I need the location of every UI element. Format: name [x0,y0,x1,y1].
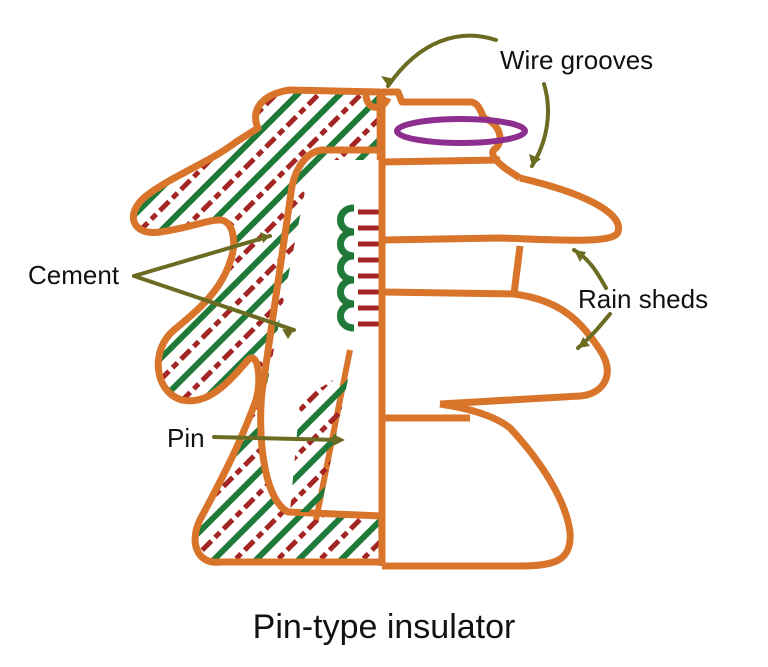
upper-rain-shed [381,174,622,244]
lower-rain-shed [382,400,574,570]
arrow-heads [260,76,590,446]
pin-outline [257,146,383,520]
leader-cement-upper [132,234,272,278]
label-rain-sheds: Rain sheds [578,284,708,314]
leader-wire-groove-top [386,33,498,88]
leader-cement-lower [132,274,296,332]
top-notch [362,93,392,111]
wire-ring [394,116,528,146]
upper-rib [510,245,524,295]
insulator-exterior [362,88,622,570]
upper-band [381,156,501,166]
caption: Pin-type insulator [253,608,516,646]
pin-thread [337,204,382,332]
leader-pin [212,435,342,442]
label-cement: Cement [28,260,120,290]
label-pin: Pin [167,423,205,453]
label-wire-grooves: Wire grooves [500,45,653,75]
leader-wire-groove-ring [530,82,550,168]
middle-band [381,288,611,408]
